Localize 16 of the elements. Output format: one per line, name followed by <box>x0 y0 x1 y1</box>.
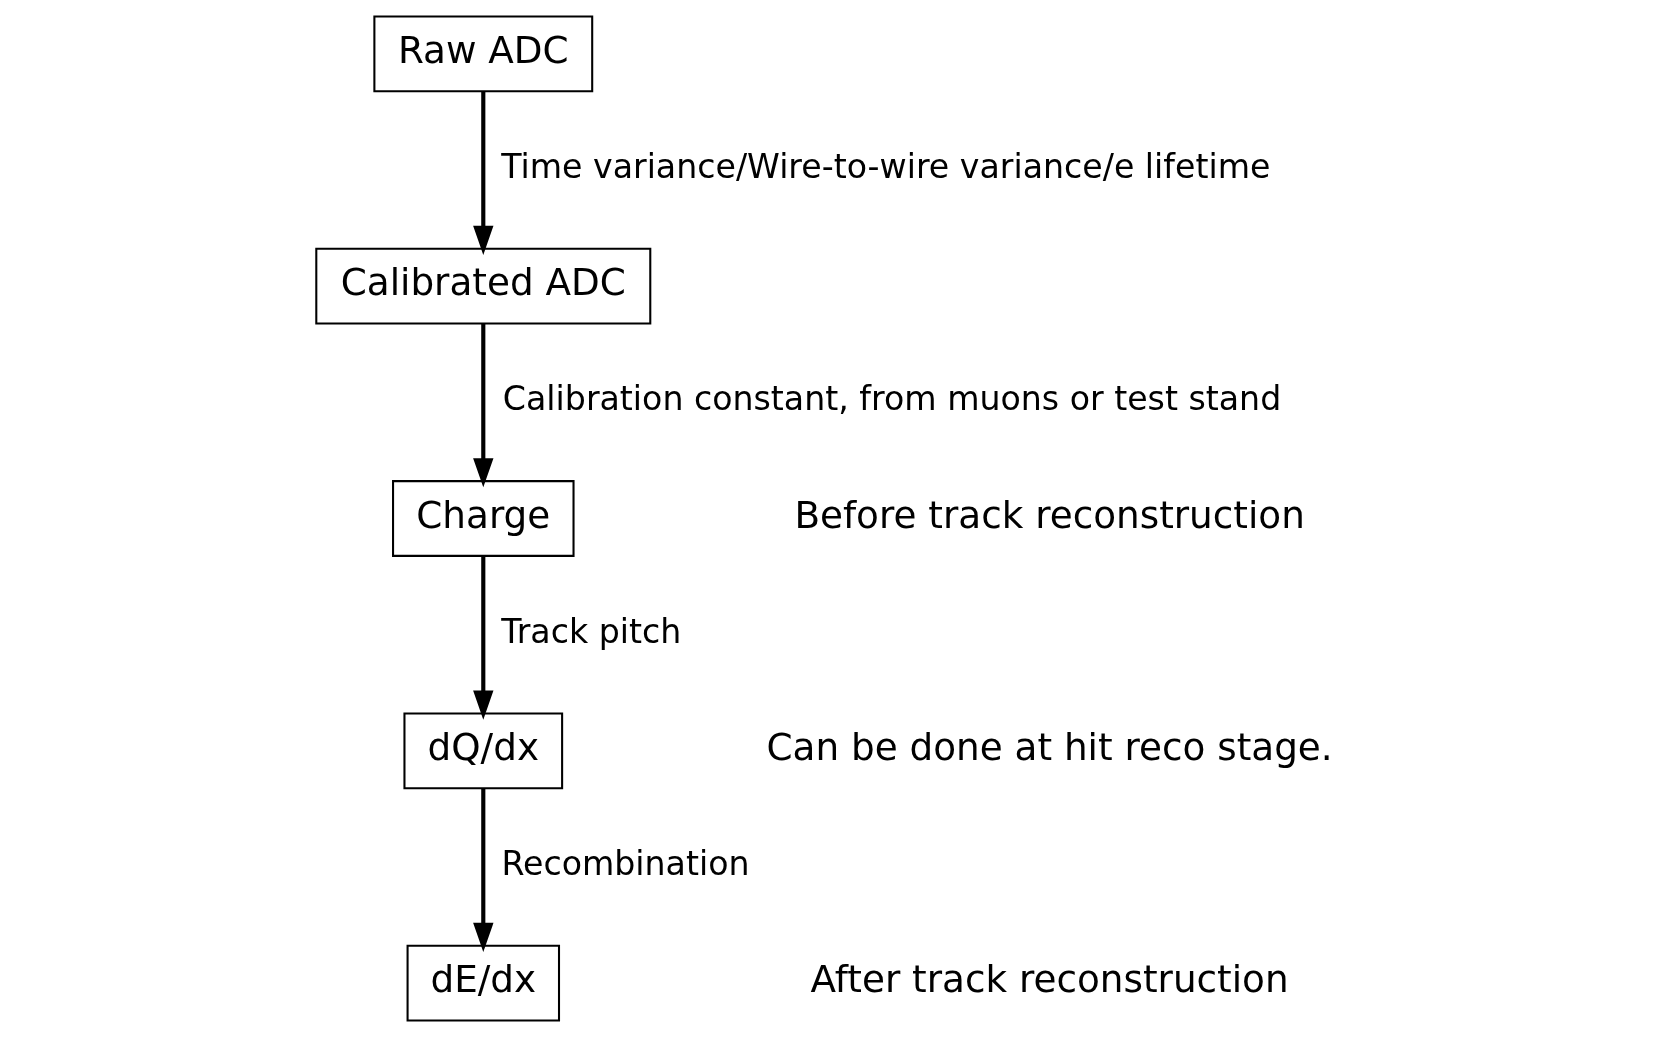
edge-label: Calibration constant, from muons or test stand <box>502 379 1282 419</box>
node-box: dQ/dx <box>403 712 564 790</box>
node-box: dE/dx <box>406 944 561 1022</box>
arrow <box>473 556 494 720</box>
arrow <box>473 788 494 952</box>
label: Before track reconstruction <box>794 492 1305 537</box>
node-box: Calibrated ADC <box>315 247 652 325</box>
edge-label: Time variance/Wire-to-wire variance/e lifetime <box>501 146 1271 186</box>
edge-label: Track pitch <box>501 611 682 651</box>
node-box: Charge <box>392 480 575 557</box>
label: After track reconstruction <box>810 957 1289 1002</box>
edge-label: Recombination <box>501 843 750 883</box>
node-box: Raw ADC <box>373 15 594 93</box>
arrow <box>473 91 494 255</box>
label: Can be done at hit reco stage. <box>766 724 1333 769</box>
arrow <box>473 323 494 488</box>
